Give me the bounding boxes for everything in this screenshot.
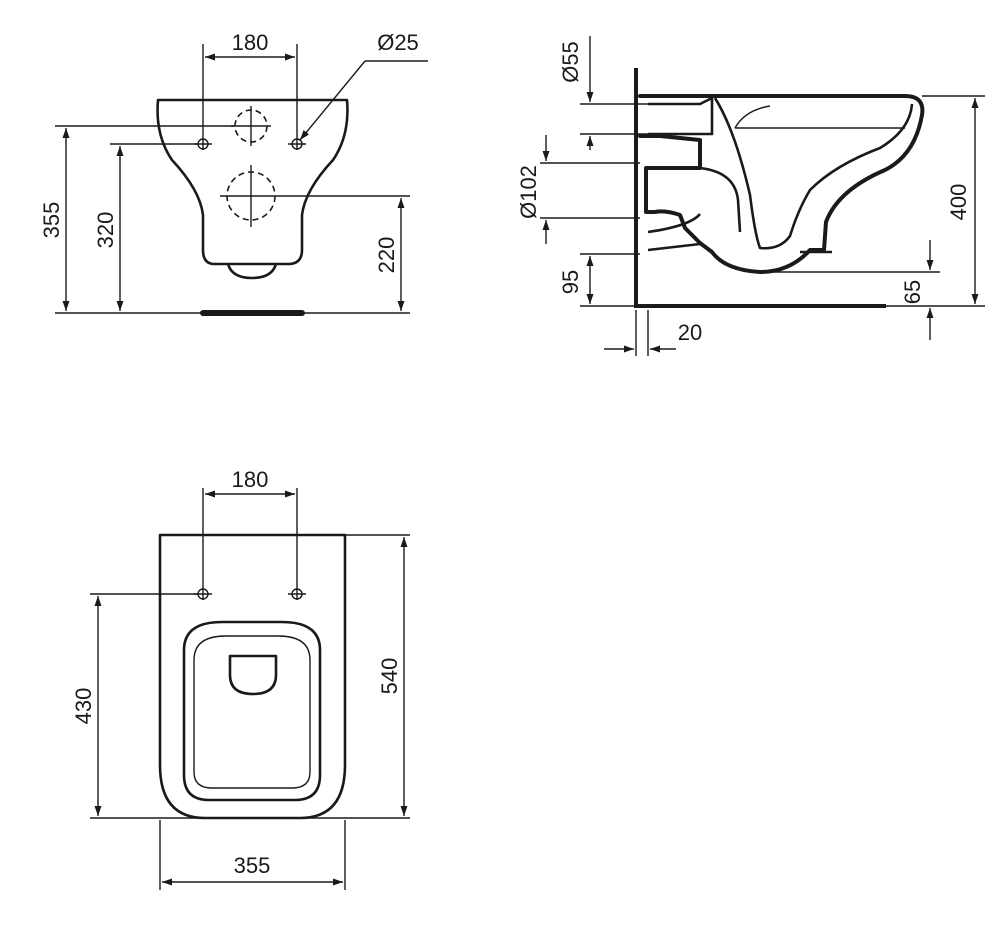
- side-view-dim-dia102: Ø102: [516, 165, 541, 219]
- top-view-dim-355: 355: [234, 853, 271, 878]
- top-view: 180 430 540 355: [71, 467, 410, 890]
- front-view-outline: [156, 98, 349, 266]
- side-view-foot: [647, 242, 701, 252]
- top-view-outline: [158, 533, 347, 820]
- side-view: Ø55 Ø102 95 400 65 20: [516, 36, 985, 356]
- side-view-rim: [734, 105, 905, 129]
- front-view-dia-leader: [299, 60, 366, 141]
- front-view-dim-355: 355: [39, 202, 64, 239]
- front-view-dim-320: 320: [93, 212, 118, 249]
- front-view: 180 Ø25 355 320 220: [39, 30, 428, 316]
- front-view-dim-dia25: Ø25: [377, 30, 419, 55]
- side-view-siphon: [647, 166, 742, 234]
- top-view-dim-540: 540: [377, 658, 402, 695]
- top-view-seat-outer: [182, 620, 322, 802]
- top-view-dim-430: 430: [71, 688, 96, 725]
- side-view-dim-400: 400: [946, 184, 971, 221]
- side-view-bowl-inner: [713, 97, 914, 250]
- front-view-dim-220: 220: [374, 237, 399, 274]
- side-view-dim-65: 65: [900, 280, 925, 304]
- side-view-dim-dia55: Ø55: [558, 41, 583, 83]
- side-view-dim-95: 95: [558, 270, 583, 294]
- front-view-lip: [226, 263, 278, 280]
- top-view-dim-180: 180: [232, 467, 269, 492]
- side-view-dim-20: 20: [678, 320, 702, 345]
- top-view-seat-inner: [193, 635, 311, 789]
- front-view-dim-180: 180: [232, 30, 269, 55]
- top-view-drain: [228, 654, 278, 696]
